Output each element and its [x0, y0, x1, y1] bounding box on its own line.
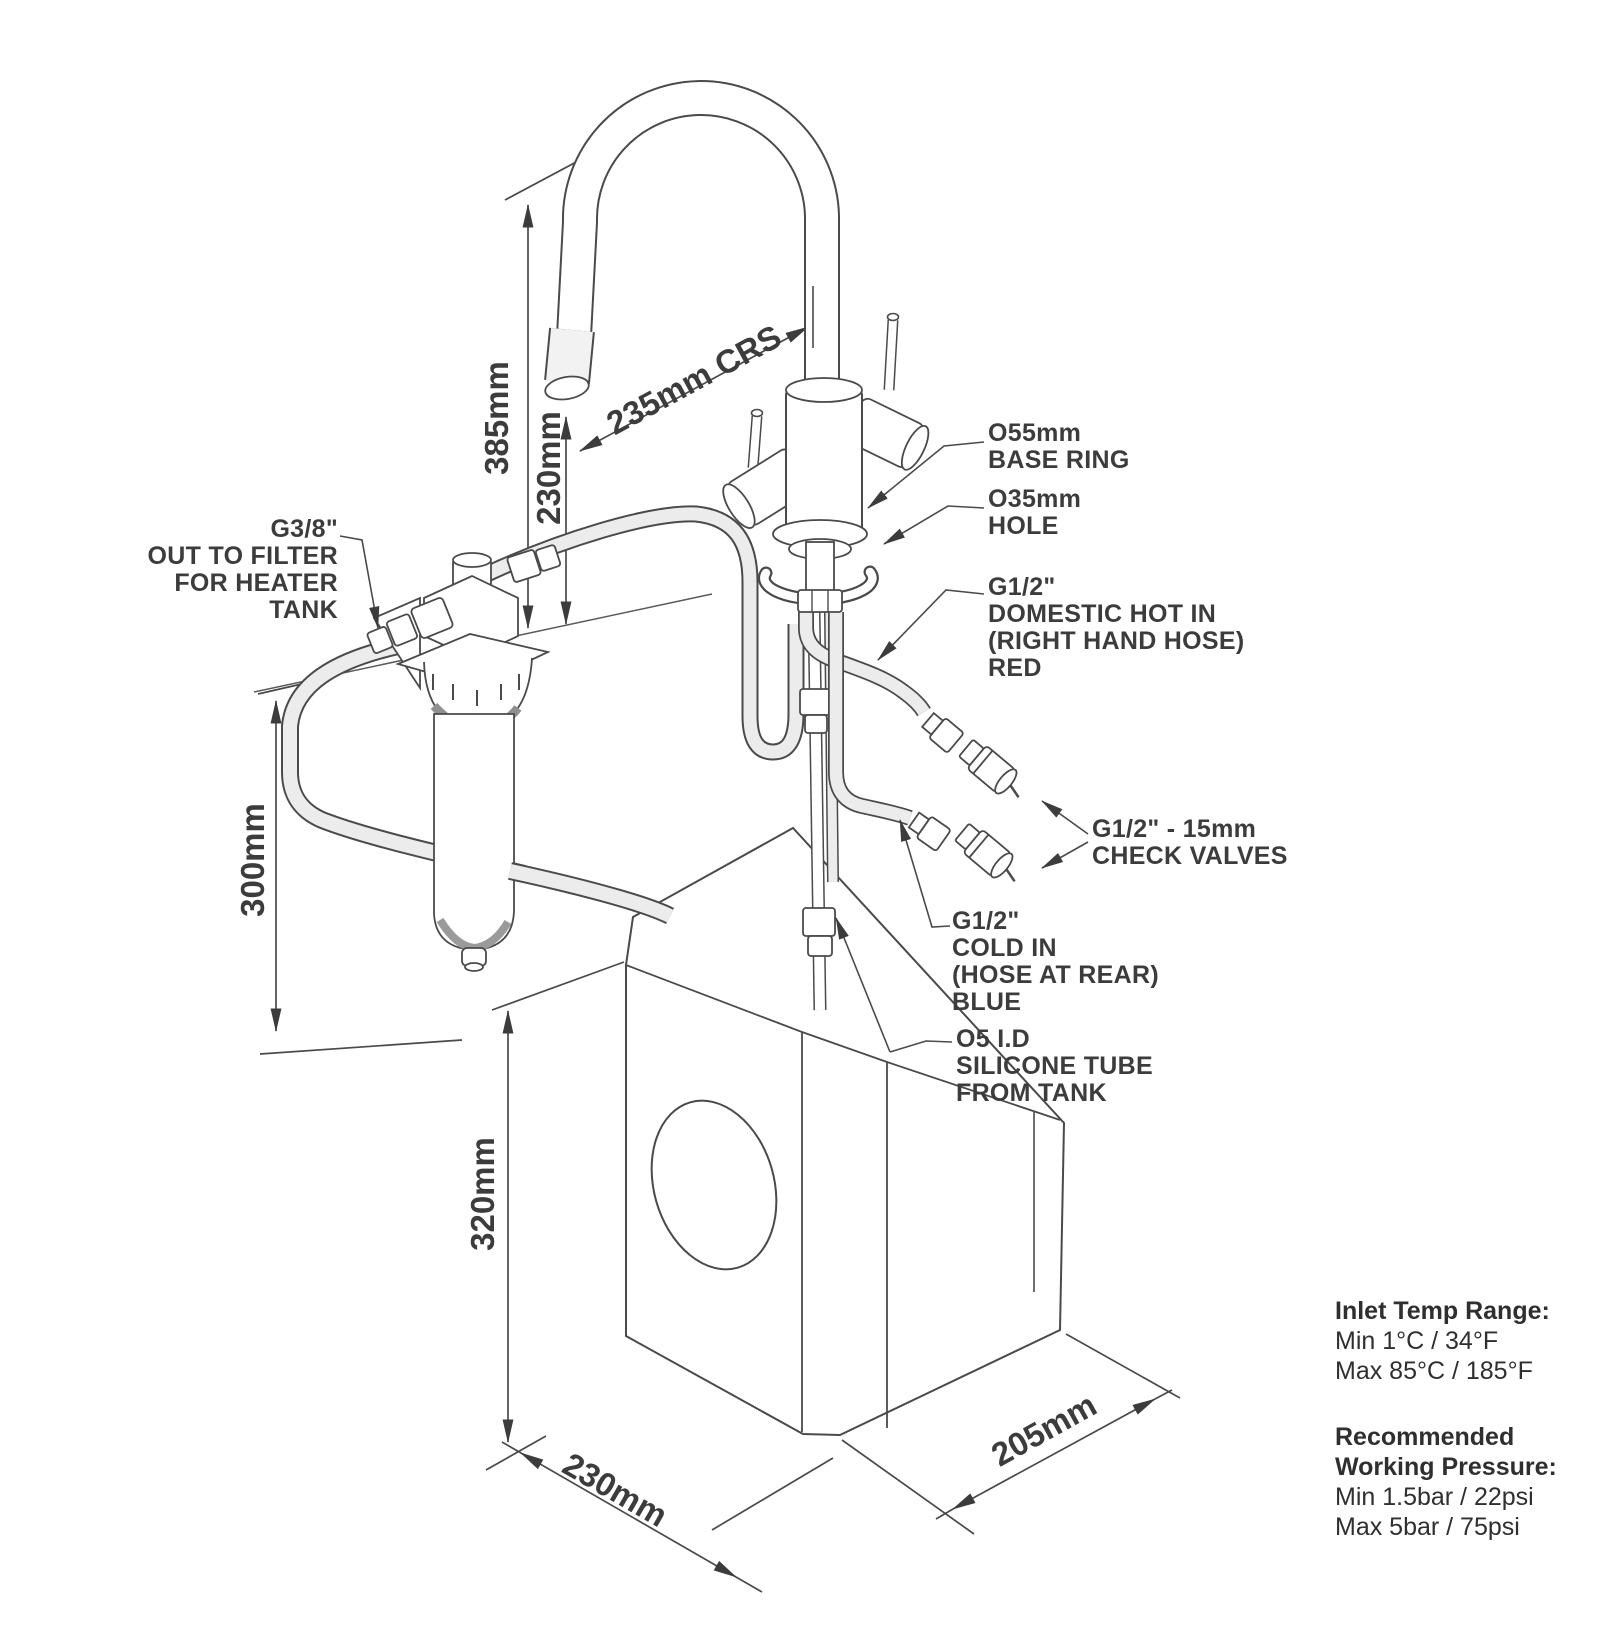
left-handle-lever — [747, 408, 764, 469]
filter-outlet-hose — [483, 505, 805, 761]
callout-base-ring: O55mm BASE RING — [988, 419, 1130, 474]
shank-nut — [797, 589, 843, 613]
faucet-body — [785, 389, 863, 537]
dim-crs — [579, 326, 809, 452]
leader-lines — [339, 286, 1089, 1292]
check-valve-cold — [954, 823, 1016, 883]
ext-320-top — [491, 961, 625, 1011]
filter-outlet-nut1 — [506, 549, 542, 583]
tank-outline — [625, 826, 1066, 1437]
tank-front-oval — [650, 1099, 778, 1271]
callout-filter-out: G3/8" OUT TO FILTER FOR HEATER TANK — [147, 515, 338, 624]
inlet-temp-title: Inlet Temp Range: — [1335, 1297, 1550, 1325]
tank-top-edge — [625, 964, 1061, 1121]
right-handle — [844, 397, 930, 471]
leader-cold-in — [899, 819, 951, 928]
leader-check-valve-1 — [1041, 800, 1089, 835]
callout-hot-in: G1/2" DOMESTIC HOT IN (RIGHT HAND HOSE) … — [988, 573, 1245, 682]
ext-205-far — [1065, 1333, 1181, 1399]
filter-cartridge — [433, 713, 515, 951]
ext-300-bot — [259, 1039, 463, 1055]
inlet-temp-max: Max 85°C / 185°F — [1335, 1357, 1533, 1385]
shank — [805, 541, 835, 597]
filter-outlet-nut2 — [534, 544, 562, 572]
dim-230b — [520, 1452, 737, 1578]
filter-inlet-nut3 — [366, 626, 394, 654]
spout-outlet — [544, 375, 590, 401]
callout-hole: O35mm HOLE — [988, 485, 1082, 540]
dim-205 — [952, 1398, 1156, 1510]
hot-hose-nut — [920, 711, 964, 753]
tank-supply-hose — [281, 637, 527, 883]
filter-cap-top — [452, 552, 492, 568]
leader-check-valve-2 — [1041, 841, 1089, 869]
filter-head — [366, 544, 562, 972]
cold-hose-nut — [907, 811, 951, 852]
working-pressure-block: Recommended Working Pressure: Min 1.5bar… — [1335, 1422, 1557, 1542]
ext-230b-right — [711, 1457, 834, 1531]
filter-inlet-nut1 — [410, 597, 454, 639]
filter-inlet-nut2 — [386, 613, 418, 647]
heater-tank — [625, 826, 1066, 1437]
inlet-temp-block: Inlet Temp Range: Min 1°C / 34°F Max 85°… — [1335, 1296, 1557, 1386]
working-pressure-max: Max 5bar / 75psi — [1335, 1513, 1520, 1541]
leader-silicone-join — [889, 1040, 953, 1053]
hot-cold-hoses — [798, 612, 1020, 883]
callout-cold-in: G1/2" COLD IN (HOSE AT REAR) BLUE — [952, 907, 1159, 1016]
ext-205-near — [841, 1439, 975, 1535]
callout-silicone-tube: O5 I.D SILICONE TUBE FROM TANK — [956, 1025, 1153, 1107]
leader-silicone-arrow — [835, 917, 891, 1053]
working-pressure-title: Recommended Working Pressure: — [1335, 1423, 1557, 1481]
ext-320-bot — [485, 1435, 547, 1471]
faucet-body-top — [785, 377, 863, 403]
cold-hose — [828, 612, 913, 826]
check-valve-hot — [958, 739, 1020, 799]
inlet-temp-min: Min 1°C / 34°F — [1335, 1327, 1499, 1355]
tank-supply-hose-end — [508, 862, 675, 925]
dim-label-300mm: 300mm — [234, 803, 271, 917]
leader-hole — [883, 505, 985, 545]
ext-300-top — [257, 682, 307, 695]
filter-unit — [281, 505, 805, 972]
leader-hot-in — [877, 589, 985, 661]
working-pressure-min: Min 1.5bar / 22psi — [1335, 1483, 1534, 1511]
compression-fitting-lower — [802, 907, 836, 957]
leader-filter-out — [339, 535, 380, 630]
spec-block: Inlet Temp Range: Min 1°C / 34°F Max 85°… — [1335, 1296, 1557, 1542]
dim-label-320mm: 320mm — [464, 1137, 501, 1251]
dim-label-230mm-clearance: 230mm — [530, 411, 567, 525]
filter-collar-ticks — [432, 674, 520, 706]
faucet — [544, 80, 930, 613]
dim-label-385mm: 385mm — [478, 361, 515, 475]
right-handle-lever — [883, 312, 900, 391]
leader-base-ring — [867, 441, 985, 509]
compression-fitting-upper — [799, 688, 831, 734]
dimension-lines — [257, 119, 1181, 1593]
callout-check-valves: G1/2" - 15mm CHECK VALVES — [1092, 815, 1288, 870]
